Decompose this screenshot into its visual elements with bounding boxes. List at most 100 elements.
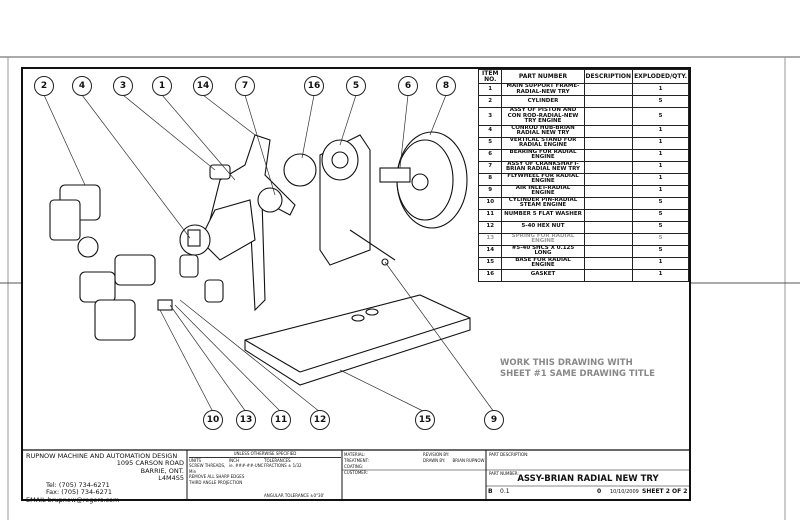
header-part-number: PART NUMBER xyxy=(501,69,585,84)
base-part xyxy=(244,294,471,386)
bom-item: 3 xyxy=(477,107,503,126)
bom-item: 16 xyxy=(477,268,503,282)
bom-desc xyxy=(583,95,634,108)
bom-part: BASE FOR RADIAL ENGINE xyxy=(501,256,585,270)
bom-desc xyxy=(583,184,634,198)
bom-desc xyxy=(583,232,634,246)
coating-label: COATING: xyxy=(344,464,364,469)
bom-qty: 1 xyxy=(632,136,689,150)
bom-part: ASSY OF CRANKSHAFT-BRIAN RADIAL NEW TRY xyxy=(501,160,585,174)
gasket xyxy=(283,153,317,187)
bom-desc xyxy=(583,83,634,96)
bom-desc xyxy=(583,107,634,126)
bom-part: #5-40 SHCS X 0.125 LONG xyxy=(501,244,585,258)
drawn-by-value: BRIAN RUPNOW xyxy=(452,458,485,463)
revision: 0 xyxy=(597,488,602,495)
bom-part: CYLINDER PIN-RADIAL STEAM ENGINE xyxy=(501,196,585,210)
bom-part: ASSY OF PISTON AND CON ROD-RADIAL-NEW TR… xyxy=(501,107,585,126)
bom-part: NUMBER 5 FLAT WASHER xyxy=(501,208,585,222)
bom-item: 10 xyxy=(477,196,503,210)
bom-qty: 1 xyxy=(632,172,689,186)
part-number-label: PART NUMBER: xyxy=(489,471,519,476)
part-description-label: PART DESCRIPTION: xyxy=(489,452,529,457)
balloon-2: 2 xyxy=(34,76,54,96)
company-fax: Fax: (705) 734-6271 xyxy=(46,488,113,497)
balloon-13: 13 xyxy=(236,410,256,430)
bom-qty: 1 xyxy=(632,83,689,96)
company-address: 1095 CARSON ROAD xyxy=(116,459,184,468)
bom-part: GASKET xyxy=(501,268,585,282)
bom-part: AIR INLET-RADIAL ENGINE xyxy=(501,184,585,198)
bom-qty: 5 xyxy=(632,208,689,222)
balloon-8: 8 xyxy=(436,76,456,96)
part-number: ASSY-BRIAN RADIAL NEW TRY xyxy=(517,474,659,484)
bom-part: SPRING FOR RADIAL ENGINE xyxy=(501,232,585,246)
revision-label: REVISION BY: xyxy=(423,452,450,457)
drawing-frame xyxy=(21,67,691,501)
company-city: BARRIE, ONT. xyxy=(140,466,184,475)
projection-label: THIRD ANGLE PROJECTION xyxy=(189,479,243,485)
balloon-14: 14 xyxy=(193,76,213,96)
bom-desc xyxy=(583,136,634,150)
bom-desc xyxy=(583,196,634,210)
units-label: UNITS xyxy=(189,457,202,463)
bom-part: VERTICAL STAND FOR RADIAL ENGINE xyxy=(501,136,585,150)
header-item-no: ITEM NO. xyxy=(477,69,503,84)
drawn-by-label: DRAWN BY: xyxy=(423,458,446,463)
balloon-3: 3 xyxy=(113,76,133,96)
bom-qty: 1 xyxy=(632,124,689,138)
date: 10/10/2009 xyxy=(610,489,639,495)
fractions-label: FRACTIONS ± 1/32 xyxy=(264,463,302,468)
bom-qty: 1 xyxy=(632,160,689,174)
company-email: EMAIL brupnow@rogers.com xyxy=(26,495,120,504)
company-name: RUPNOW MACHINE AND AUTOMATION DESIGN xyxy=(26,452,178,460)
balloon-4: 4 xyxy=(72,76,92,96)
sheet-size: B xyxy=(488,488,493,495)
bom-part: CYLINDER xyxy=(501,95,585,108)
note-line-1: WORK THIS DRAWING WITH xyxy=(500,358,633,368)
bom-qty: 5 xyxy=(632,220,689,234)
balloon-11: 11 xyxy=(271,410,291,430)
bill-of-materials: ITEM NO. PART NUMBER DESCRIPTION EXPLODE… xyxy=(477,69,689,282)
bom-item: 8 xyxy=(477,172,503,186)
bom-item: 15 xyxy=(477,256,503,270)
bom-qty: 1 xyxy=(632,184,689,198)
bom-item: 9 xyxy=(477,184,503,198)
bom-desc xyxy=(583,244,634,258)
drawing-note: WORK THIS DRAWING WITH SHEET #1 SAME DRA… xyxy=(500,358,655,380)
screw-label: SCREW THREADS, Min xyxy=(189,463,226,474)
bom-qty: 1 xyxy=(632,268,689,282)
material-label: MATERIAL: xyxy=(344,452,366,457)
units-value: INCH xyxy=(229,457,239,463)
bom-qty: 5 xyxy=(632,95,689,108)
company-block: RUPNOW MACHINE AND AUTOMATION DESIGN 109… xyxy=(26,452,184,504)
company-tel: Tel: (705) 734-6271 xyxy=(46,481,110,490)
angular-tolerance: ANGULAR TOLERANCE ±0°30' xyxy=(264,493,325,498)
bom-item: 4 xyxy=(477,124,503,138)
balloon-10: 10 xyxy=(203,410,223,430)
balloon-1: 1 xyxy=(152,76,172,96)
bom-item: 5 xyxy=(477,136,503,150)
customer-label: CUSTOMER: xyxy=(344,470,368,475)
bom-item: 14 xyxy=(477,244,503,258)
material-block: MATERIAL: TREATMENT: COATING: CUSTOMER: xyxy=(344,452,369,476)
balloon-5: 5 xyxy=(346,76,366,96)
bom-part: MAIN SUPPORT FRAME-RADIAL-NEW TRY xyxy=(501,83,585,96)
tolerance-header: UNLESS OTHERWISE SPECIFIED xyxy=(189,451,341,458)
bom-part: FLYWHEEL FOR RADIAL ENGINE xyxy=(501,172,585,186)
bom-item: 13 xyxy=(477,232,503,246)
bom-part: CONROD HUB-BRIAN RADIAL NEW TRY xyxy=(501,124,585,138)
drawn-block: REVISION BY: DRAWN BY: BRIAN RUPNOW xyxy=(423,452,484,464)
balloon-6: 6 xyxy=(398,76,418,96)
